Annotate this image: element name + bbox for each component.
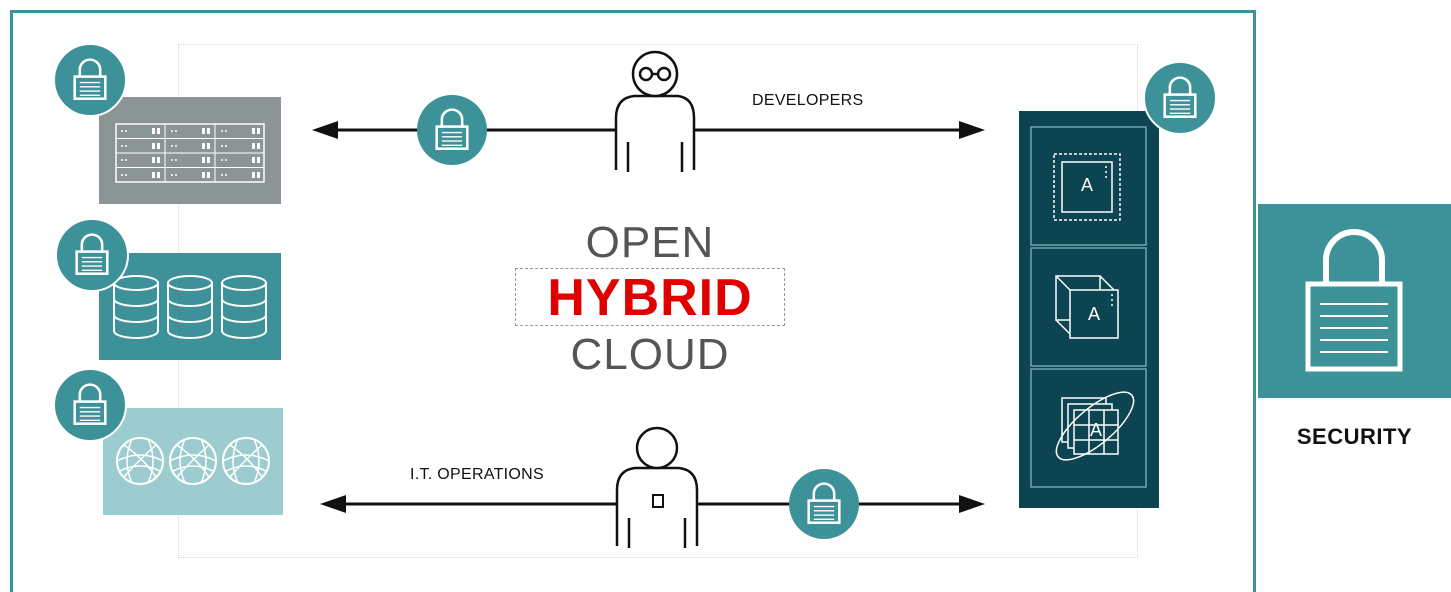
title-hybrid: HYBRID — [515, 268, 785, 327]
virtual-machine-app-icon — [1055, 275, 1119, 339]
lock-icon — [1143, 61, 1217, 135]
security-panel — [1258, 204, 1451, 398]
container-app-label: A — [1080, 175, 1093, 195]
container-app-icon — [1053, 153, 1121, 221]
cloud-app-icon — [1055, 391, 1135, 461]
lock-icon — [55, 218, 129, 292]
operations-person-icon — [615, 426, 699, 548]
lock-icon — [417, 95, 487, 165]
lock-icon — [53, 43, 127, 117]
security-label: SECURITY — [1296, 424, 1413, 449]
vm-app-label: A — [1087, 304, 1100, 324]
developer-person-icon — [614, 50, 696, 172]
title-open: OPEN — [585, 218, 715, 267]
developers-label: DEVELOPERS — [752, 92, 864, 109]
database-icon — [99, 253, 281, 360]
lock-icon — [789, 469, 859, 539]
diagram-frame — [10, 10, 1256, 592]
security-lock-icon — [1305, 229, 1403, 372]
lock-icon — [53, 368, 127, 442]
globe-network-icon — [103, 408, 283, 515]
title-cloud: CLOUD — [570, 330, 730, 379]
cloud-app-label: A — [1089, 420, 1102, 440]
server-rack-icon — [99, 97, 281, 204]
it-operations-label: I.T. OPERATIONS — [410, 466, 544, 483]
